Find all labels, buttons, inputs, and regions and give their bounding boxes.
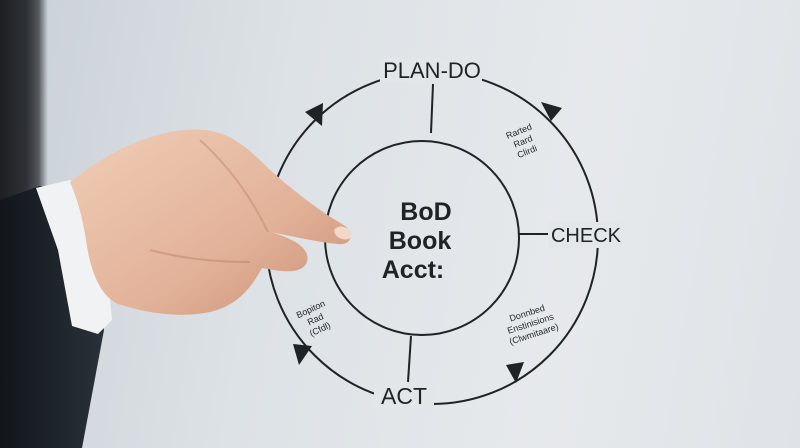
knuckle-shadow	[199, 139, 269, 233]
hand-skin	[70, 129, 351, 315]
label-plan-do: PLAN-DO	[383, 58, 481, 83]
center-line-2: Book	[389, 227, 452, 255]
spoke-bottom	[407, 335, 412, 383]
arrow-bottom-right-icon	[506, 362, 524, 383]
arrow-bottom-left-icon	[293, 344, 312, 365]
arrow-top-left-icon	[305, 103, 323, 126]
arrow-top-right-icon	[541, 102, 562, 121]
note-top-right: Rarted Rard Clirdi	[504, 122, 538, 161]
label-backdrop-right	[548, 222, 624, 248]
spoke-top	[430, 83, 434, 134]
fingernail	[334, 226, 352, 240]
finger-fold	[149, 249, 251, 263]
center-line-1: BoD	[400, 198, 451, 226]
label-backdrop-bottom	[374, 384, 434, 410]
label-backdrop-top	[380, 58, 482, 82]
center-line-3: Acct:	[382, 256, 445, 284]
label-act: ACT	[381, 383, 427, 409]
label-check: CHECK	[551, 225, 622, 247]
